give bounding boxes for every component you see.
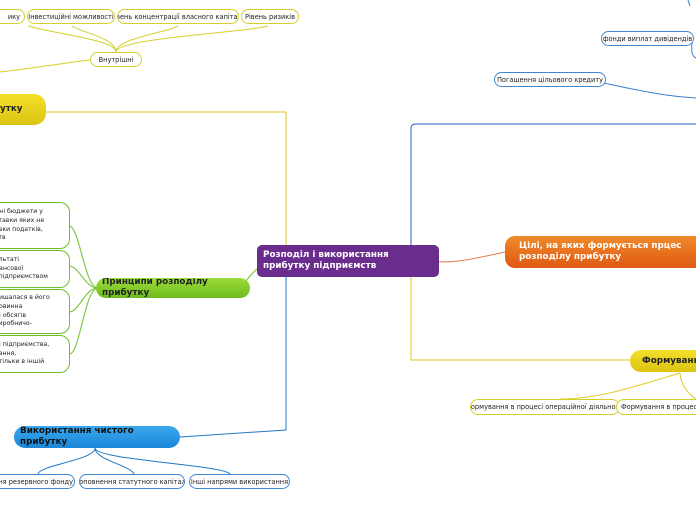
usage-item-other[interactable]: Інші напрями використання xyxy=(189,474,290,489)
principle-text-3[interactable]: лишалася в його повинна ні обсягів вироб… xyxy=(0,289,70,334)
principles-topic-node[interactable]: Принципи розподілу прибутку xyxy=(96,278,250,298)
central-topic-node[interactable]: Розподіл і використання прибутку підприє… xyxy=(257,245,439,277)
usage-item-authorized-capital[interactable]: Поповнення статутного капіталу xyxy=(79,474,185,489)
formation-other-pill[interactable]: Формування в процесі ін xyxy=(616,399,696,415)
principle-text-4[interactable]: ні підприємства, вання, і тільки в іншій xyxy=(0,335,70,373)
factor-pill-1[interactable]: ику xyxy=(0,9,25,24)
factor-pill-investment[interactable]: Інвестиційні можливості xyxy=(27,9,115,24)
goals-topic-node[interactable]: Цілі, на яких формується прцес розподілу… xyxy=(505,236,696,268)
net-profit-usage-node[interactable]: Використання чистого прибутку xyxy=(14,426,180,448)
usage-item-reserve[interactable]: ення резервного фонду xyxy=(0,474,75,489)
factor-pill-risk[interactable]: Рівень ризиків xyxy=(241,9,299,24)
formation-operational-pill[interactable]: Формування в процесі операційної діяльно… xyxy=(470,399,620,415)
internal-factors-pill[interactable]: Внутрішні xyxy=(90,52,142,67)
principle-text-2[interactable]: ультаті нансової і підприємством xyxy=(0,250,70,288)
formation-topic-node[interactable]: Формування xyxy=(630,350,696,372)
factor-pill-equity-concentration[interactable]: Рівень концентрації власного капіталу xyxy=(117,9,239,24)
dividend-fund-pill[interactable]: фонди виплат дивідендів xyxy=(601,31,694,46)
principle-text-1[interactable]: дні бюджети у ставки яких не авки податк… xyxy=(0,202,70,249)
loan-repayment-pill[interactable]: Погашення цільового кредиту xyxy=(494,72,606,87)
profit-topic-node[interactable]: утку xyxy=(0,94,46,125)
